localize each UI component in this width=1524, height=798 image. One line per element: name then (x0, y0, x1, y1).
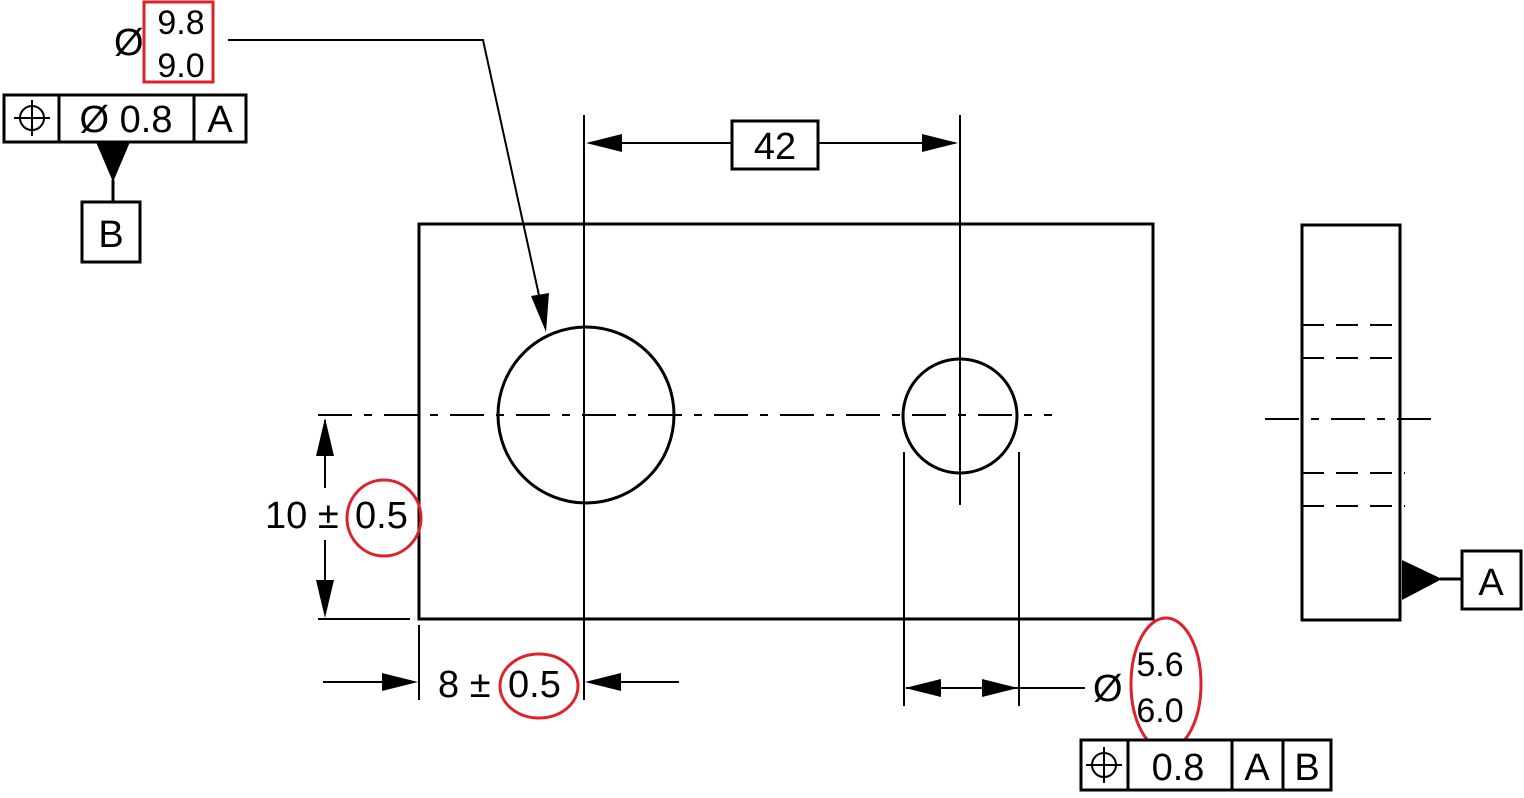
datum-a-label: A (1478, 562, 1504, 604)
fcf-bottom: 0.8 A B (1079, 738, 1333, 792)
small-hole-upper-limit: 5.6 (1136, 646, 1183, 684)
big-hole-diameter-symbol: Ø (114, 22, 144, 64)
fcf-top-datum: A (207, 99, 233, 141)
big-hole-highlight-box (142, 0, 215, 84)
datum-b-symbol: B (80, 142, 142, 264)
big-hole-leader-arrow (531, 293, 549, 332)
datum-b-label: B (98, 214, 123, 256)
small-hole-arrow-right (982, 679, 1018, 697)
fcf-top-tolerance: Ø 0.8 (80, 99, 173, 141)
horizontal-tol-highlight (498, 652, 580, 720)
horizontal-arrow-right (382, 673, 418, 691)
fcf-bottom-datum-1: A (1244, 747, 1270, 789)
vertical-arrow-up (316, 418, 334, 456)
spacing-value: 42 (754, 126, 796, 168)
fcf-bottom-datum-2: B (1294, 747, 1319, 789)
vertical-dim-tol: 0.5 (355, 495, 408, 537)
fcf-top: Ø 0.8 A (2, 93, 248, 144)
big-hole-upper-limit: 9.8 (157, 4, 204, 42)
position-icon (1086, 747, 1122, 783)
side-view-outline (1300, 223, 1402, 622)
horizontal-dim-tol: 0.5 (508, 664, 561, 706)
part-outline (417, 222, 1155, 621)
vertical-dim-nominal: 10 ± (265, 495, 339, 537)
small-hole-arrow-left (905, 679, 941, 697)
small-hole-lower-limit: 6.0 (1136, 692, 1183, 730)
big-hole (496, 325, 676, 505)
vertical-tol-highlight (345, 478, 423, 558)
horizontal-arrow-left (585, 673, 621, 691)
horizontal-dim-nominal: 8 ± (438, 664, 491, 706)
spacing-basic-box (730, 119, 820, 171)
spacing-arrow-left (586, 134, 622, 152)
small-hole-diameter-symbol: Ø (1093, 668, 1123, 710)
small-hole-highlight (1129, 616, 1203, 752)
big-hole-leader (228, 39, 541, 301)
datum-a-symbol: A (1402, 549, 1523, 611)
position-icon (14, 100, 50, 136)
big-hole-lower-limit: 9.0 (157, 47, 204, 85)
vertical-arrow-down (316, 580, 334, 618)
spacing-arrow-right (922, 134, 958, 152)
small-hole (901, 357, 1019, 475)
fcf-bottom-tolerance: 0.8 (1152, 747, 1205, 789)
